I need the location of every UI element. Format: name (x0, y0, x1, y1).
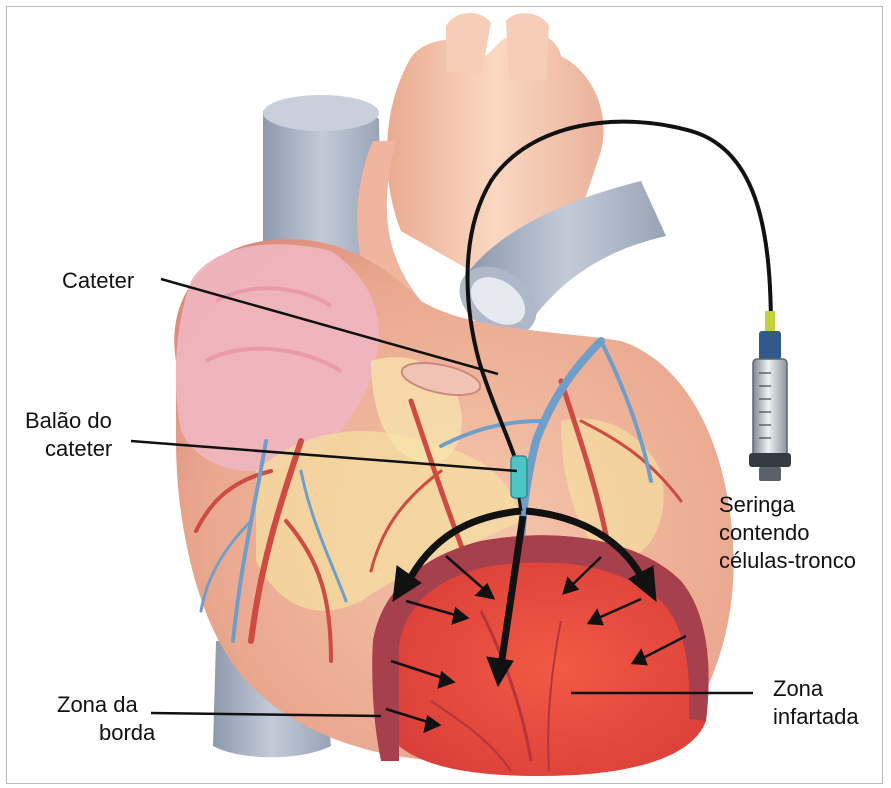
label-zona-da-borda: Zona da borda (57, 691, 155, 747)
catheter-balloon (511, 456, 527, 498)
label-balao-line1: Balão do (25, 407, 112, 435)
label-cateter-text: Cateter (62, 267, 134, 295)
label-seringa: Seringa contendo células-tronco (719, 491, 856, 575)
syringe (749, 311, 791, 481)
label-zona-infartada: Zona infartada (773, 675, 859, 731)
label-seringa-line2: contendo (719, 519, 856, 547)
figure-frame: Cateter Balão do cateter Seringa contend… (6, 6, 883, 784)
infarct-zone (372, 535, 708, 776)
label-seringa-line3: células-tronco (719, 547, 856, 575)
label-zona-borda-line2: borda (57, 719, 155, 747)
label-zona-infartada-line2: infartada (773, 703, 859, 731)
label-balao-line2: cateter (25, 435, 112, 463)
label-balao-do-cateter: Balão do cateter (25, 407, 112, 463)
label-cateter: Cateter (62, 267, 134, 295)
heart-illustration (7, 7, 884, 785)
label-seringa-line1: Seringa (719, 491, 856, 519)
label-zona-infartada-line1: Zona (773, 675, 859, 703)
label-zona-borda-line1: Zona da (57, 691, 155, 719)
